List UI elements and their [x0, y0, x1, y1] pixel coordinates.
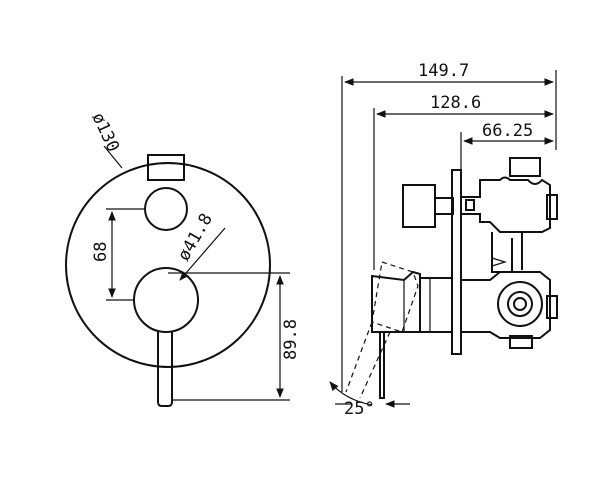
- valve-side-port: [546, 194, 558, 220]
- dia130-leader: [103, 145, 123, 169]
- mixer-lever: [157, 332, 173, 407]
- lever-hidden-outline: [371, 261, 419, 333]
- lever-hidden-rotated-2: [359, 331, 391, 399]
- side-view: 149.7 128.6 66.25: [329, 61, 558, 419]
- angle-arc: [329, 381, 373, 406]
- front-view: ø130 68 ø41.8 89.8: [65, 110, 301, 407]
- valve-small-stub: [465, 199, 475, 211]
- lower-outlet-stub: [509, 335, 533, 349]
- lower-valve-body: [460, 271, 551, 339]
- dim-knob-spacing: 68: [91, 242, 111, 262]
- cover-plate-circle: [65, 162, 271, 368]
- dim-overall-depth: 149.7: [418, 61, 469, 81]
- valve-cap-top: [509, 157, 541, 177]
- mixer-knob: [133, 267, 199, 333]
- dim-body-depth: 128.6: [430, 93, 481, 113]
- lower-side-port: [546, 295, 558, 319]
- dim-knob-diameter: ø41.8: [174, 210, 217, 264]
- outlet-port-outer: [497, 281, 543, 327]
- lever-hidden-rotated: [345, 321, 373, 393]
- outlet-port-inner: [507, 291, 533, 317]
- connector-notch: [491, 257, 508, 267]
- outlet-port-core: [513, 297, 527, 311]
- dim-plate-center-to-lever: 89.8: [281, 319, 301, 360]
- lever-side: [379, 331, 385, 399]
- wall-plate-side: [451, 169, 462, 355]
- diverter-knob: [144, 187, 188, 231]
- diverter-knob-side: [402, 184, 436, 228]
- dim-plate-to-valve: 66.25: [482, 121, 533, 141]
- dim-lever-angle: 25°: [344, 399, 375, 419]
- diverter-stub: [147, 154, 185, 181]
- diverter-spindle: [434, 197, 454, 215]
- mixer-spindle: [419, 277, 453, 333]
- dia418-leader: [179, 227, 226, 281]
- dim-outer-diameter: ø130: [87, 110, 122, 156]
- body-connector: [491, 232, 523, 273]
